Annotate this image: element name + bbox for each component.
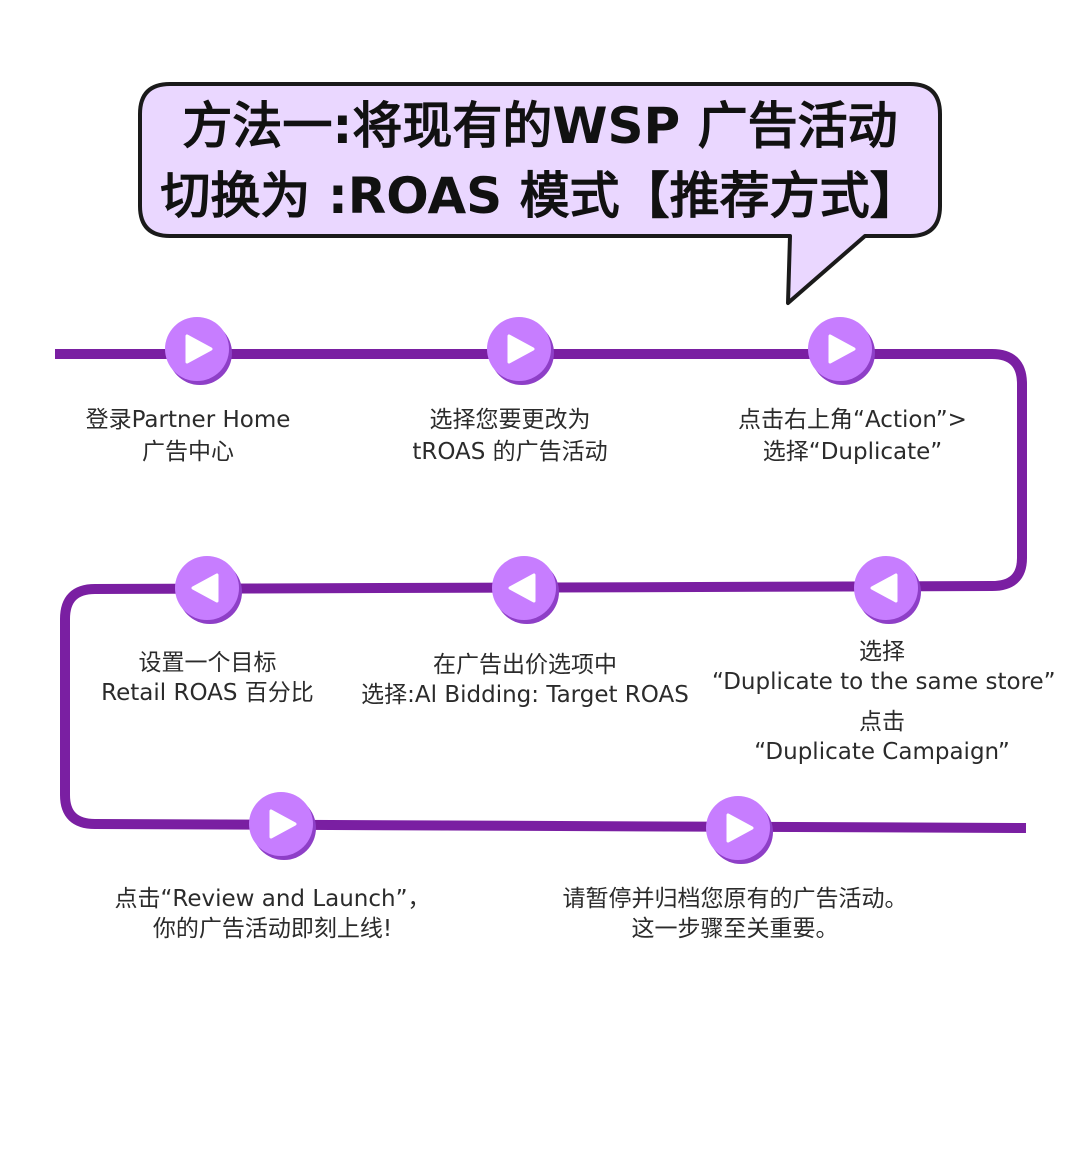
step-node-1 bbox=[165, 317, 232, 385]
play-icon bbox=[726, 813, 754, 843]
step-2-line-2: tROAS 的广告活动 bbox=[412, 439, 608, 465]
play-icon bbox=[269, 809, 297, 839]
step-node-2 bbox=[487, 317, 554, 385]
step-4-line-4: “Duplicate Campaign” bbox=[754, 739, 1010, 765]
title-line-2: 切换为 :ROAS 模式【推荐方式】 bbox=[160, 166, 920, 225]
play-reverse-icon bbox=[191, 573, 219, 603]
step-6-line-2: Retail ROAS 百分比 bbox=[101, 680, 314, 706]
step-7-text: 点击“Review and Launch”， 你的广告活动即刻上线! bbox=[95, 884, 450, 944]
step-4-line-1: 选择 bbox=[859, 639, 905, 665]
play-icon bbox=[507, 334, 535, 364]
step-2-line-1: 选择您要更改为 bbox=[429, 407, 591, 433]
step-5-line-1: 在广告出价选项中 bbox=[433, 652, 617, 678]
step-4-text: 选择 “Duplicate to the same store” 点击 “Dup… bbox=[712, 637, 1056, 767]
page-title: 方法一:将现有的WSP 广告活动 切换为 :ROAS 模式【推荐方式】 bbox=[145, 88, 935, 233]
step-7-line-1: 点击“Review and Launch”， bbox=[114, 886, 431, 912]
step-4-line-2: “Duplicate to the same store” bbox=[712, 669, 1056, 695]
step-6-text: 设置一个目标 Retail ROAS 百分比 bbox=[80, 648, 335, 708]
title-line-1: 方法一:将现有的WSP 广告活动 bbox=[182, 96, 898, 155]
step-node-5 bbox=[492, 556, 559, 624]
play-reverse-icon bbox=[508, 573, 536, 603]
speech-bubble bbox=[138, 82, 942, 305]
step-4-line-3: 点击 bbox=[859, 709, 905, 735]
step-8-line-1: 请暂停并归档您原有的广告活动。 bbox=[562, 886, 908, 912]
step-1-line-1: 登录Partner Home bbox=[85, 407, 291, 433]
step-node-6 bbox=[175, 556, 242, 624]
step-7-line-2: 你的广告活动即刻上线! bbox=[152, 916, 393, 942]
step-8-line-2: 这一步骤至关重要。 bbox=[631, 916, 839, 942]
step-6-line-1: 设置一个目标 bbox=[138, 650, 277, 676]
step-node-4 bbox=[854, 556, 921, 624]
step-1-text: 登录Partner Home 广告中心 bbox=[58, 404, 318, 468]
step-3-line-1: 点击右上角“Action”> bbox=[738, 407, 967, 433]
step-node-3 bbox=[808, 317, 875, 385]
step-3-line-2: 选择“Duplicate” bbox=[762, 439, 943, 465]
play-reverse-icon bbox=[870, 573, 898, 603]
step-5-line-2: 选择:Al Bidding: Target ROAS bbox=[361, 682, 689, 708]
step-nodes bbox=[165, 317, 921, 864]
step-8-text: 请暂停并归档您原有的广告活动。 这一步骤至关重要。 bbox=[545, 884, 925, 944]
step-2-text: 选择您要更改为 tROAS 的广告活动 bbox=[380, 404, 640, 468]
step-node-7 bbox=[249, 792, 316, 860]
step-3-text: 点击右上角“Action”> 选择“Duplicate” bbox=[700, 404, 1005, 468]
step-node-8 bbox=[706, 796, 773, 864]
step-1-line-2: 广告中心 bbox=[142, 439, 234, 465]
play-icon bbox=[185, 334, 213, 364]
play-icon bbox=[828, 334, 856, 364]
step-5-text: 在广告出价选项中 选择:Al Bidding: Target ROAS bbox=[355, 650, 695, 710]
